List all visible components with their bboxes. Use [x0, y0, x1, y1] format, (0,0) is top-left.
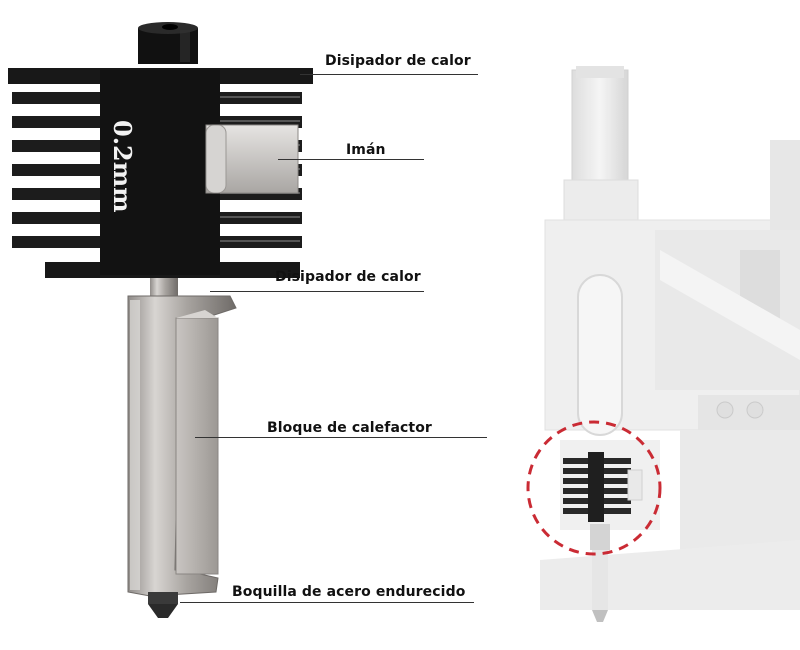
highlight-circle: [526, 420, 662, 556]
label-magnet: Imán: [346, 142, 386, 158]
nozzle: [148, 592, 178, 618]
heater-block: [127, 295, 237, 597]
label-heater-block: Bloque de calefactor: [267, 420, 432, 436]
tube-coupler: [138, 22, 198, 64]
leader-line-magnet: [278, 159, 424, 160]
nozzle-size-marking: 0.2mm: [108, 120, 137, 213]
heatbreak: [150, 278, 178, 296]
leader-line-heater-block: [195, 437, 487, 438]
leader-line-heatsink-bottom: [210, 291, 424, 292]
label-heatsink-bottom: Disipador de calor: [275, 269, 421, 285]
label-heatsink-top: Disipador de calor: [325, 53, 471, 69]
printer-toolhead-illustration: [526, 66, 800, 622]
label-nozzle: Boquilla de acero endurecido: [232, 584, 466, 600]
leader-line-nozzle: [180, 602, 474, 603]
leader-line-heatsink-top: [300, 74, 478, 75]
